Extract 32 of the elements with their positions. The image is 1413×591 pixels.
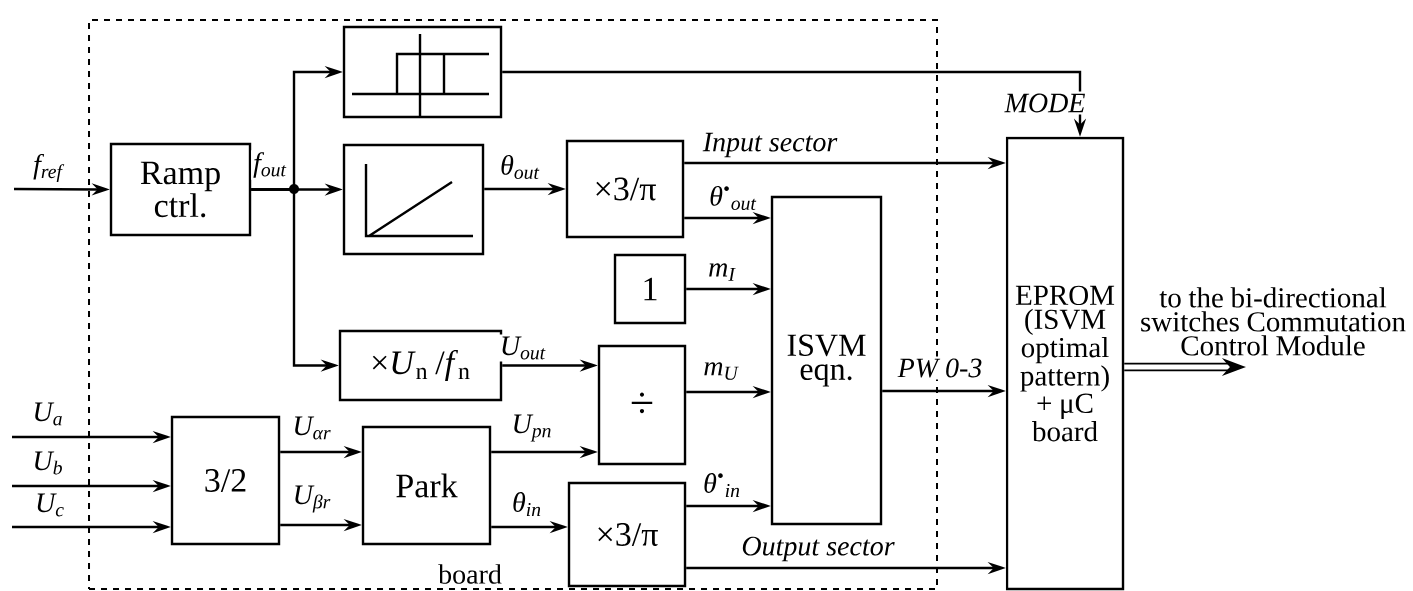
signal-label: MODE: [1002, 91, 1088, 115]
function-block: ×3/π: [567, 481, 687, 588]
function-block: ÷: [597, 344, 687, 466]
signal-label: m$_{I}$: [706, 261, 738, 283]
signal-label: Input sector: [700, 130, 840, 160]
signal-label: m$_{U}$: [701, 360, 741, 382]
signal-label: Output sector: [739, 534, 897, 564]
function-block: ×3/π: [565, 139, 685, 239]
function-block: Park: [361, 425, 492, 546]
signal-label: U$_{βr}$: [290, 483, 334, 515]
signal-label: θ$_{in}$: [510, 490, 544, 518]
function-block: Ramp ctrl.: [109, 142, 252, 237]
signal-label: U$_{out}$: [497, 334, 549, 362]
signal-label: U$_{b}$: [30, 449, 66, 477]
function-block: ×U$_{n}$ /f$_{n}$: [338, 329, 503, 402]
signal-label: U$_{pn}$: [509, 412, 555, 444]
signal-label: f$_{out}$: [251, 150, 289, 180]
signal-label: θ$^{•}$in: [701, 471, 743, 499]
signal-label: U$_{αr}$: [290, 414, 334, 442]
signal-label: U$_{a}$: [30, 400, 66, 428]
hysteresis-block: [342, 25, 503, 119]
memory-block: EPROM (ISVM optimal pattern) + μC board: [1005, 136, 1125, 591]
function-block: 1: [613, 253, 687, 325]
function-block: 3/2: [170, 415, 281, 546]
ramp-block: [342, 143, 485, 256]
signal-label: U$_{c}$: [33, 491, 67, 519]
signal-label: PW 0-3: [895, 356, 985, 380]
signal-label: θ$^{•}$out: [707, 183, 759, 213]
signal-label: θ$_{out}$: [498, 152, 542, 182]
signal-label: f$_{ref}$: [31, 151, 65, 185]
output-note: to the bi-directional switches Commutation Control Module: [1141, 287, 1406, 356]
function-block: ISVM eqn.: [770, 195, 883, 526]
